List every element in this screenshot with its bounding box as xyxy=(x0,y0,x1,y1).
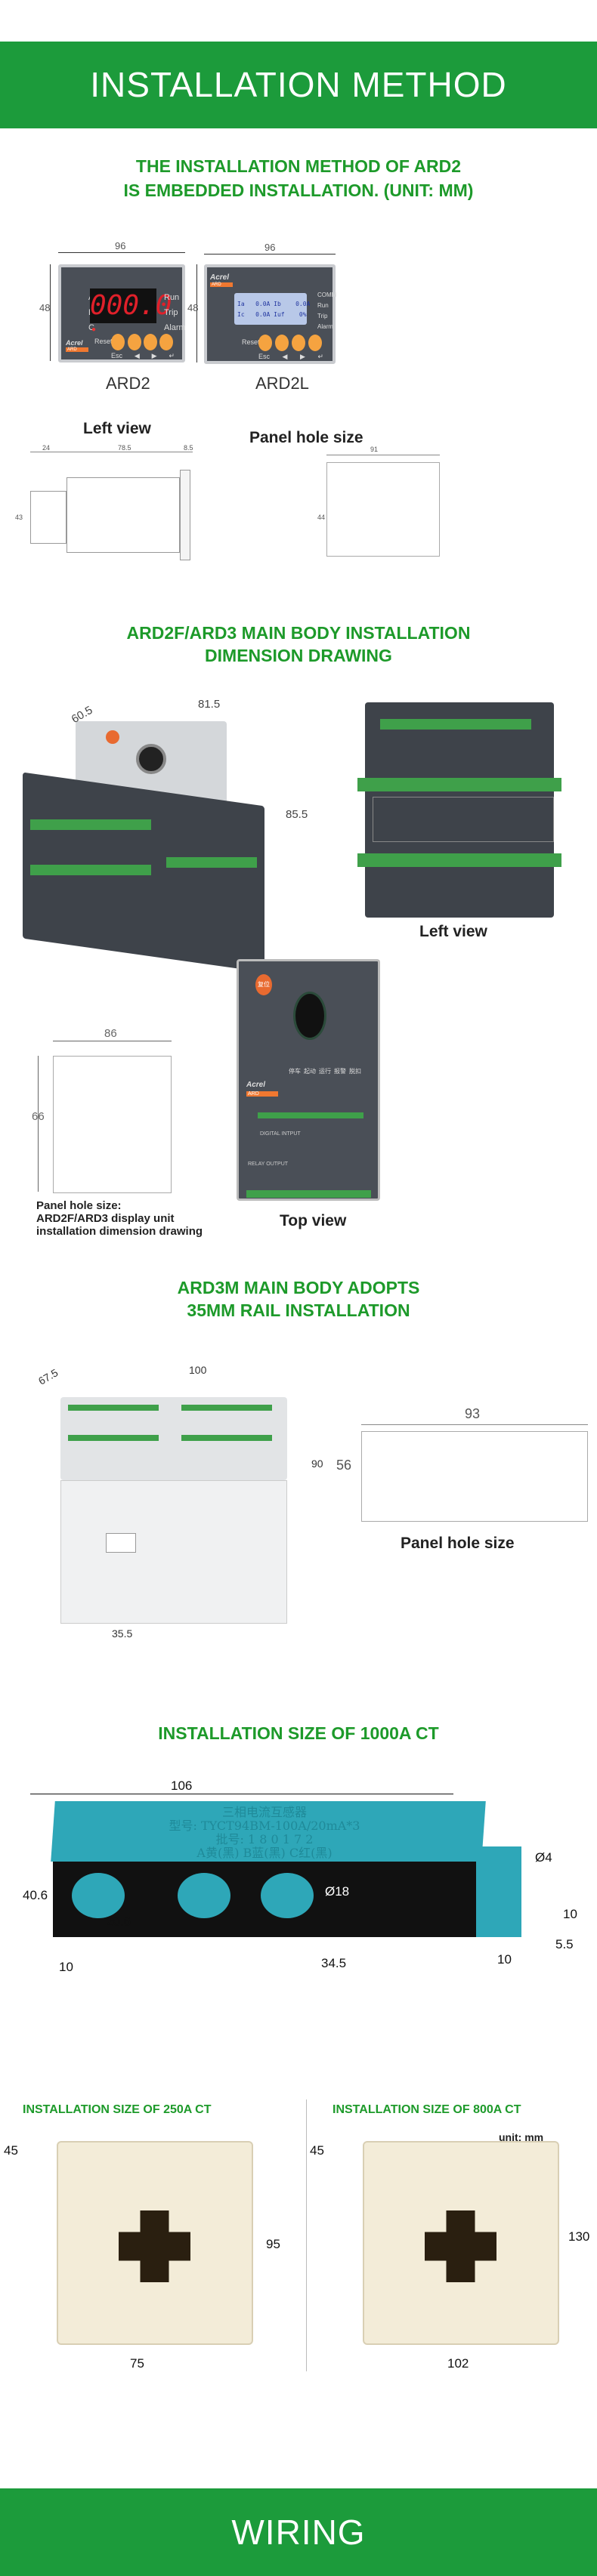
section-heading: INSTALLATION SIZE OF 250A CT xyxy=(23,2103,212,2116)
heading-line2: IS EMBEDDED INSTALLATION. (UNIT: MM) xyxy=(123,180,474,200)
section-banner-wiring: WIRING xyxy=(0,2488,597,2576)
heading-line2: DIMENSION DRAWING xyxy=(205,646,392,665)
heading-line1: THE INSTALLATION METHOD OF ARD2 xyxy=(135,156,462,176)
panel-hole-drawing xyxy=(53,1056,172,1193)
section-banner-installation: INSTALLATION METHOD xyxy=(0,42,597,128)
panel-hole-title: Panel hole size xyxy=(249,429,363,446)
dim-height: 48 xyxy=(187,302,199,313)
caption-line: Panel hole size: xyxy=(36,1199,122,1212)
heading-line2: 35MM RAIL INSTALLATION xyxy=(187,1300,410,1320)
left-view-title: Left view xyxy=(83,420,151,437)
right-button[interactable] xyxy=(292,335,305,351)
enter-button[interactable] xyxy=(308,335,322,351)
ard3-main-body-image xyxy=(23,721,280,973)
top-view-photo: 复位 停车起动运行报警脱扣 Acrel ARD DIGITAL INTPUT R… xyxy=(237,959,380,1201)
caption-line: ARD2F/ARD3 display unit xyxy=(36,1212,175,1225)
reset-button[interactable] xyxy=(258,335,272,351)
reset-button[interactable]: 复位 xyxy=(255,974,272,995)
left-button[interactable] xyxy=(275,335,289,351)
ard3m-main-body-image xyxy=(60,1382,302,1624)
section-heading: INSTALLATION SIZE OF 800A CT xyxy=(333,2103,521,2116)
caption-line: installation dimension drawing xyxy=(36,1225,203,1238)
top-view-caption: Top view xyxy=(280,1212,347,1229)
panel-hole-drawing xyxy=(326,462,440,557)
enter-button[interactable] xyxy=(159,334,173,350)
unit-label: unit: mm xyxy=(499,2131,544,2143)
left-view-photo xyxy=(350,702,575,918)
panel-hole-title: Panel hole size xyxy=(401,1535,515,1552)
section-heading: INSTALLATION SIZE OF 1000A CT xyxy=(158,1723,439,1743)
left-view-caption: Left view xyxy=(419,923,487,940)
dim-width: 96 xyxy=(115,240,126,251)
dim-height: 48 xyxy=(39,302,51,313)
ard2-label: ARD2 xyxy=(106,374,150,393)
ard2l-label: ARD2L xyxy=(255,374,309,393)
ct-250a-image xyxy=(57,2141,253,2345)
reset-button[interactable] xyxy=(111,334,125,350)
left-button[interactable] xyxy=(128,334,141,350)
left-view-drawing xyxy=(30,470,193,560)
ct-800a-image xyxy=(363,2141,559,2345)
right-button[interactable] xyxy=(144,334,157,350)
dim-width: 96 xyxy=(264,242,276,253)
heading-line1: ARD3M MAIN BODY ADOPTS xyxy=(177,1278,420,1297)
panel-hole-drawing xyxy=(361,1431,588,1522)
heading-line1: ARD2F/ARD3 MAIN BODY INSTALLATION xyxy=(126,623,471,643)
led-display: 000.0 xyxy=(90,288,172,323)
